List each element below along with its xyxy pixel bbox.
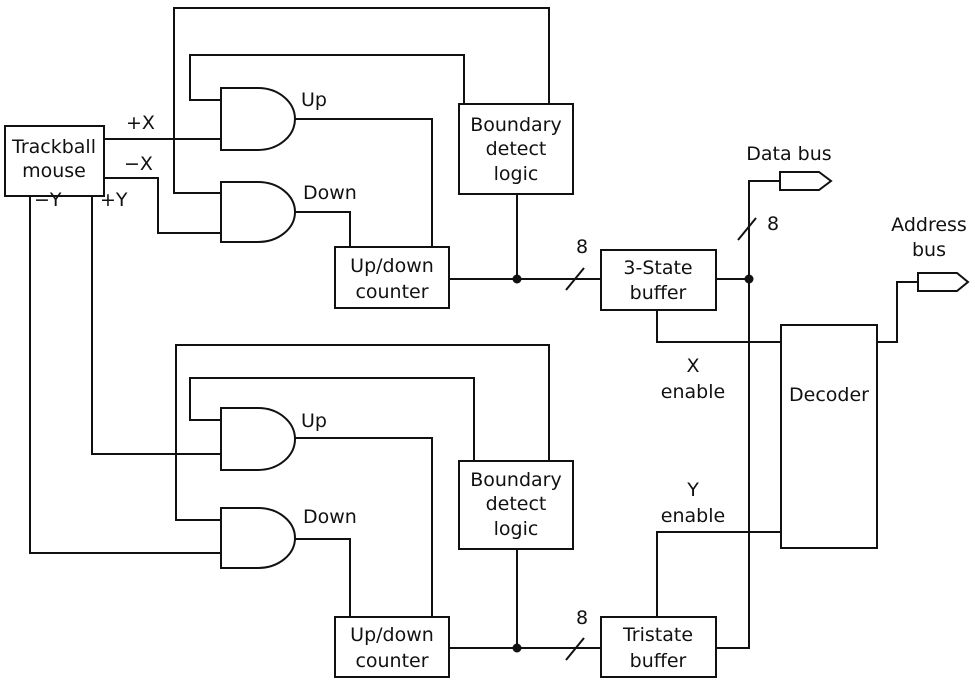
buffer-top-line2: buffer	[630, 282, 687, 304]
down-label-bottom: Down	[303, 506, 357, 528]
boundary-bottom-line2: detect	[486, 493, 547, 515]
boundary-top-line3: logic	[494, 163, 539, 185]
buffer-bottom-line1: Tristate	[622, 624, 693, 646]
junction-dot-data-bus	[744, 274, 754, 284]
decoder-label: Decoder	[789, 384, 869, 406]
minus-y-label: −Y	[34, 189, 62, 211]
plus-y-label: +Y	[100, 189, 128, 211]
plus-x-label: +X	[126, 112, 155, 134]
and-gate-bottom-up	[220, 407, 296, 471]
counter-bottom-line2: counter	[355, 650, 428, 672]
y-enable-line2: enable	[661, 505, 725, 527]
address-bus-line1: Address	[891, 214, 967, 236]
x-enable-line2: enable	[661, 381, 725, 403]
boundary-detect-block-bottom: Boundary detect logic	[458, 460, 574, 550]
bus-width-label-bottom: 8	[576, 607, 588, 629]
counter-bottom-line1: Up/down	[350, 624, 434, 646]
buffer-top-line1: 3-State	[623, 257, 692, 279]
buffer-bottom-line2: buffer	[630, 650, 687, 672]
trackball-label-line1: Trackball	[11, 136, 96, 158]
bus-width-label-top: 8	[576, 236, 588, 258]
address-bus-line2: bus	[912, 239, 946, 261]
minus-x-label: −X	[124, 153, 153, 175]
wiring	[29, 7, 970, 661]
tristate-buffer-block: Tristate buffer	[600, 616, 717, 678]
junction-dot-top	[512, 274, 522, 284]
three-state-buffer-block: 3-State buffer	[600, 249, 717, 311]
counter-top-line2: counter	[355, 281, 428, 303]
bus-width-label-data: 8	[767, 213, 779, 235]
and-gate-bottom-down	[220, 507, 296, 569]
boundary-detect-block-top: Boundary detect logic	[458, 103, 574, 195]
and-gate-top-up	[220, 87, 296, 151]
up-label-bottom: Up	[301, 410, 327, 432]
boundary-top-line2: detect	[486, 138, 547, 160]
junction-dot-bottom	[512, 643, 522, 653]
counter-top-line1: Up/down	[350, 255, 434, 277]
up-down-counter-top: Up/down counter	[334, 246, 450, 309]
data-bus-label: Data bus	[746, 143, 831, 165]
up-label-top: Up	[301, 89, 327, 111]
and-gate-top-down	[220, 181, 296, 243]
boundary-bottom-line1: Boundary	[470, 469, 562, 491]
down-label-top: Down	[303, 182, 357, 204]
boundary-bottom-line3: logic	[494, 518, 539, 540]
up-down-counter-bottom: Up/down counter	[334, 616, 450, 678]
trackball-label-line2: mouse	[22, 160, 86, 182]
boundary-top-line1: Boundary	[470, 114, 562, 136]
decoder-block: Decoder	[780, 324, 878, 549]
trackball-mouse-block: Trackball mouse	[4, 125, 105, 197]
y-enable-line1: Y	[686, 479, 699, 501]
x-enable-line1: X	[686, 355, 699, 377]
